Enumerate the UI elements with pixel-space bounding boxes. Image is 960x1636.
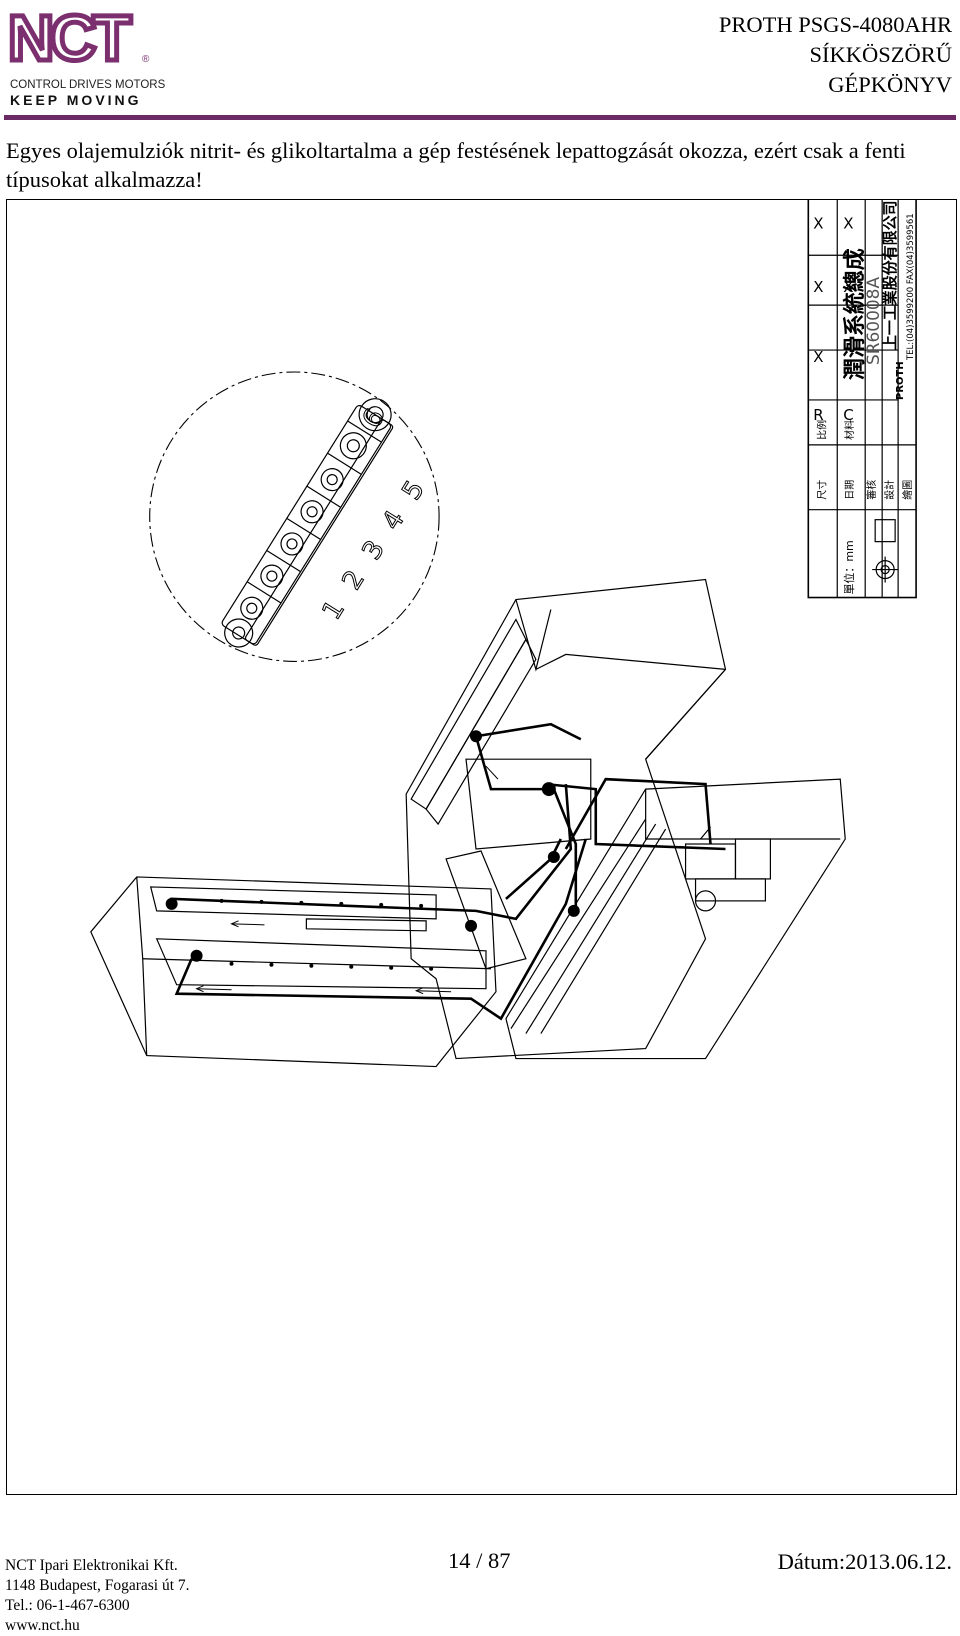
logo-mark-text: NCT xyxy=(8,8,131,66)
cell-material: 材料 xyxy=(843,420,856,440)
mark-6: X xyxy=(843,214,853,232)
detail-label-4: 4 xyxy=(377,505,411,535)
cell-design: 設計 xyxy=(883,480,896,500)
brand-mark: PROTH xyxy=(895,361,906,400)
footer-phone: Tel.: 06-1-467-6300 xyxy=(5,1597,130,1614)
mark-4: R xyxy=(813,406,823,424)
company-name: 上一工業股份有限公司 xyxy=(881,201,899,351)
cell-size: 尺寸 xyxy=(815,480,828,500)
cell-date: 日期 xyxy=(844,480,856,500)
distributor-block xyxy=(221,398,394,648)
lubrication-nodes xyxy=(165,730,580,962)
cell-scale: 比例 xyxy=(815,420,828,440)
detail-label-5: 5 xyxy=(397,476,431,506)
part-number: SR60008A xyxy=(863,277,883,365)
detail-view: 1 2 3 4 5 6 xyxy=(149,371,440,662)
logo-registered: ® xyxy=(142,54,150,65)
mark-2: X xyxy=(813,278,823,296)
document-date: Dátum:2013.06.12. xyxy=(777,1549,952,1574)
cell-review: 審核 xyxy=(865,480,878,500)
machine-base xyxy=(90,578,846,1068)
mark-1: X xyxy=(813,214,823,232)
intro-paragraph: Egyes olajemulziók nitrit- és glikoltart… xyxy=(6,138,906,192)
logo-tagline-slogan: KEEP MOVING xyxy=(10,92,142,108)
footer-address: 1148 Budapest, Fogarasi út 7. xyxy=(5,1577,190,1594)
lubrication-system-drawing: X X X R C X X 潤滑系統總成 SR60008A 上一工業股份有限公司… xyxy=(6,199,957,1495)
detail-label-2: 2 xyxy=(337,565,371,595)
document-title-block: PROTH PSGS-4080AHR SÍKKÖSZÖRŰ GÉPKÖNYV xyxy=(719,10,952,100)
detail-label-6: 6 xyxy=(357,404,391,434)
footer-web: www.nct.hu xyxy=(5,1617,80,1634)
unit-label: 單位：mm xyxy=(842,540,856,594)
title-block: X X X R C X X 潤滑系統總成 SR60008A 上一工業股份有限公司… xyxy=(807,200,917,599)
drawing-canvas: X X X R C X X 潤滑系統總成 SR60008A 上一工業股份有限公司… xyxy=(90,200,917,1068)
page-number: 14 / 87 xyxy=(448,1548,511,1573)
machine-model: PROTH PSGS-4080AHR xyxy=(718,12,952,37)
mark-3: X xyxy=(813,348,823,366)
nct-logo-mark: NCT ® xyxy=(8,8,150,66)
title-block-marks: X X X R C X X xyxy=(813,214,853,424)
flow-arrows xyxy=(195,765,499,995)
nct-logo: NCT ® CONTROL DRIVES MOTORS KEEP MOVING xyxy=(8,8,165,108)
lubrication-pump xyxy=(684,826,771,912)
drawing-title: 潤滑系統總成 xyxy=(842,248,868,380)
machine-type: SÍKKÖSZÖRŰ xyxy=(809,42,952,67)
title-block-frame xyxy=(807,200,917,599)
projection-symbol xyxy=(872,519,899,583)
header-divider xyxy=(4,115,956,120)
company-contact: TEL:(04)3599200 FAX(04)3599561 xyxy=(905,213,915,361)
detail-circle xyxy=(149,371,440,662)
footer-company: NCT Ipari Elektronikai Kft. xyxy=(5,1557,178,1574)
cell-drawn: 繪圖 xyxy=(901,480,914,500)
detail-label-1: 1 xyxy=(317,595,351,625)
footer-company-info: NCT Ipari Elektronikai Kft. 1148 Budapes… xyxy=(5,1556,190,1636)
detail-label-3: 3 xyxy=(357,535,391,565)
mark-7: X xyxy=(843,278,853,296)
lubrication-lines xyxy=(170,722,726,1021)
slide-holes xyxy=(219,898,434,971)
logo-tagline-products: CONTROL DRIVES MOTORS xyxy=(10,79,166,91)
manual-type: GÉPKÖNYV xyxy=(828,72,952,97)
mark-5: C xyxy=(843,406,853,424)
